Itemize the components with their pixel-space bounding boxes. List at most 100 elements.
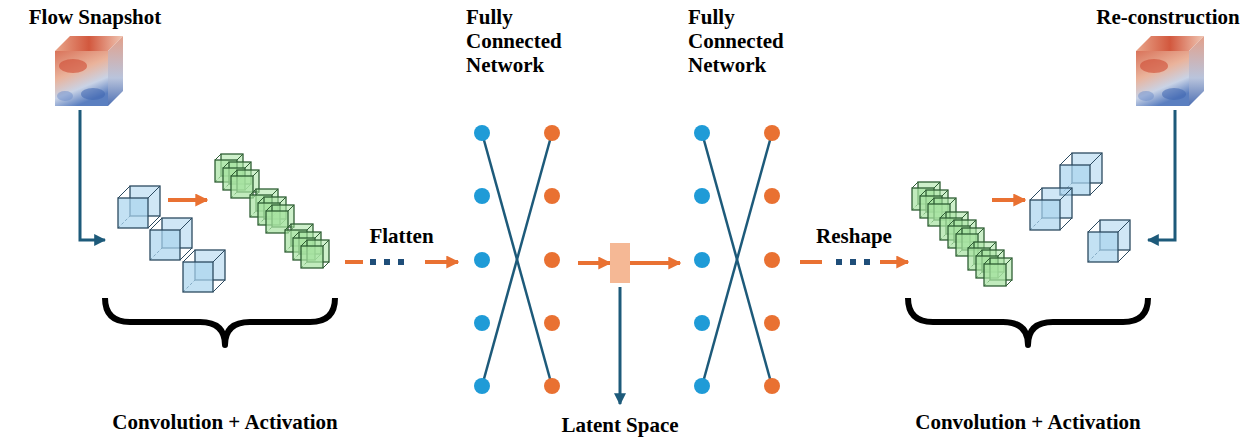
- map-edge: [293, 232, 299, 238]
- input-neuron: [694, 125, 710, 141]
- fc-network: Fully Connected Network: [680, 5, 800, 400]
- map-edge: [940, 212, 946, 218]
- feature-map: [301, 240, 329, 268]
- map-front: [150, 230, 180, 260]
- map-edge: [183, 250, 195, 262]
- output-neuron: [764, 252, 780, 268]
- feature-map: [1030, 188, 1072, 230]
- dot: [398, 259, 404, 265]
- map-edge: [266, 205, 272, 211]
- map-edge: [1090, 153, 1102, 165]
- network-heading: Fully Connected Network: [466, 5, 578, 77]
- flow-snapshot-cube: [55, 36, 123, 106]
- map-edge: [150, 218, 162, 230]
- map-edge: [912, 182, 918, 188]
- curly-bracket: [105, 298, 335, 345]
- reconstruction-cube: [1136, 36, 1204, 106]
- dot: [850, 259, 856, 265]
- map-edge: [245, 162, 251, 168]
- map-edge: [307, 224, 313, 230]
- latent-in-arrow: [578, 261, 610, 265]
- fc-neurons: [474, 125, 780, 394]
- output-neuron: [544, 378, 560, 394]
- map-edge: [213, 250, 225, 262]
- map-edge: [315, 232, 321, 238]
- map-edge: [237, 154, 243, 160]
- map-edge: [231, 170, 237, 176]
- latent-out-arrow: [630, 261, 680, 265]
- input-neuron: [694, 188, 710, 204]
- map-edge: [148, 186, 160, 198]
- map-edge: [1088, 220, 1100, 232]
- map-edge: [1060, 153, 1072, 165]
- map-front: [183, 262, 213, 292]
- map-edge: [1030, 188, 1042, 200]
- fc-network: Fully Connected Network: [458, 5, 578, 400]
- layer-arrow: [168, 198, 207, 202]
- reshape-arrow: [800, 260, 908, 264]
- map-edge: [215, 154, 221, 160]
- map-edge: [970, 220, 976, 226]
- output-neuron: [544, 125, 560, 141]
- output-reconstruction: Re-construction: [1092, 5, 1244, 110]
- encoder-block: Convolution + Activation: [105, 140, 345, 440]
- output-arrow: [1148, 110, 1175, 240]
- map-edge: [223, 162, 229, 168]
- map-edge: [285, 224, 291, 230]
- map-edge: [948, 220, 954, 226]
- map-edge: [934, 182, 940, 188]
- map-front: [118, 198, 148, 228]
- input-neuron: [474, 315, 490, 331]
- map-edge: [956, 228, 962, 234]
- leader-arrow: [619, 287, 622, 404]
- map-edge: [950, 198, 956, 204]
- conv-layers: [118, 153, 1130, 292]
- map-front: [1088, 232, 1118, 262]
- map-edge: [998, 250, 1004, 256]
- block-label: Re-construction: [1092, 5, 1244, 29]
- map-edge: [1060, 188, 1072, 200]
- map-edge: [1006, 258, 1012, 264]
- input-neuron: [694, 378, 710, 394]
- map-edge: [968, 242, 974, 248]
- map-edge: [272, 189, 278, 195]
- map-edge: [253, 170, 259, 176]
- map-edge: [1090, 183, 1102, 195]
- map-edge: [258, 197, 264, 203]
- weight-line: [482, 133, 552, 386]
- map-edge: [180, 248, 192, 260]
- map-edge: [250, 189, 256, 195]
- feature-map: [231, 170, 259, 198]
- dot: [864, 259, 870, 265]
- feature-map: [183, 250, 225, 292]
- edge-label: Reshape: [813, 224, 895, 248]
- map-edge: [1060, 218, 1072, 230]
- curly-bracket: [908, 298, 1148, 345]
- map-edge: [118, 186, 130, 198]
- map-edge: [180, 218, 192, 230]
- map-edge: [920, 190, 926, 196]
- feature-map: [266, 205, 294, 233]
- map-edge: [990, 242, 996, 248]
- flatten-arrow: [345, 260, 458, 264]
- output-neuron: [544, 252, 560, 268]
- map-edge: [323, 240, 329, 246]
- feature-map: [150, 218, 192, 260]
- map-edge: [976, 250, 982, 256]
- dot: [384, 259, 390, 265]
- dot: [370, 259, 376, 265]
- feature-map: [984, 258, 1012, 286]
- block-label: Convolution + Activation: [908, 410, 1148, 434]
- output-neuron: [544, 188, 560, 204]
- input-neuron: [474, 252, 490, 268]
- weight-line: [482, 133, 552, 386]
- network-heading: Fully Connected Network: [688, 5, 800, 77]
- input-neuron: [694, 252, 710, 268]
- map-edge: [301, 240, 307, 246]
- layer-arrow: [992, 198, 1025, 202]
- map-front: [1030, 200, 1060, 230]
- input-neuron: [474, 378, 490, 394]
- map-edge: [1118, 220, 1130, 232]
